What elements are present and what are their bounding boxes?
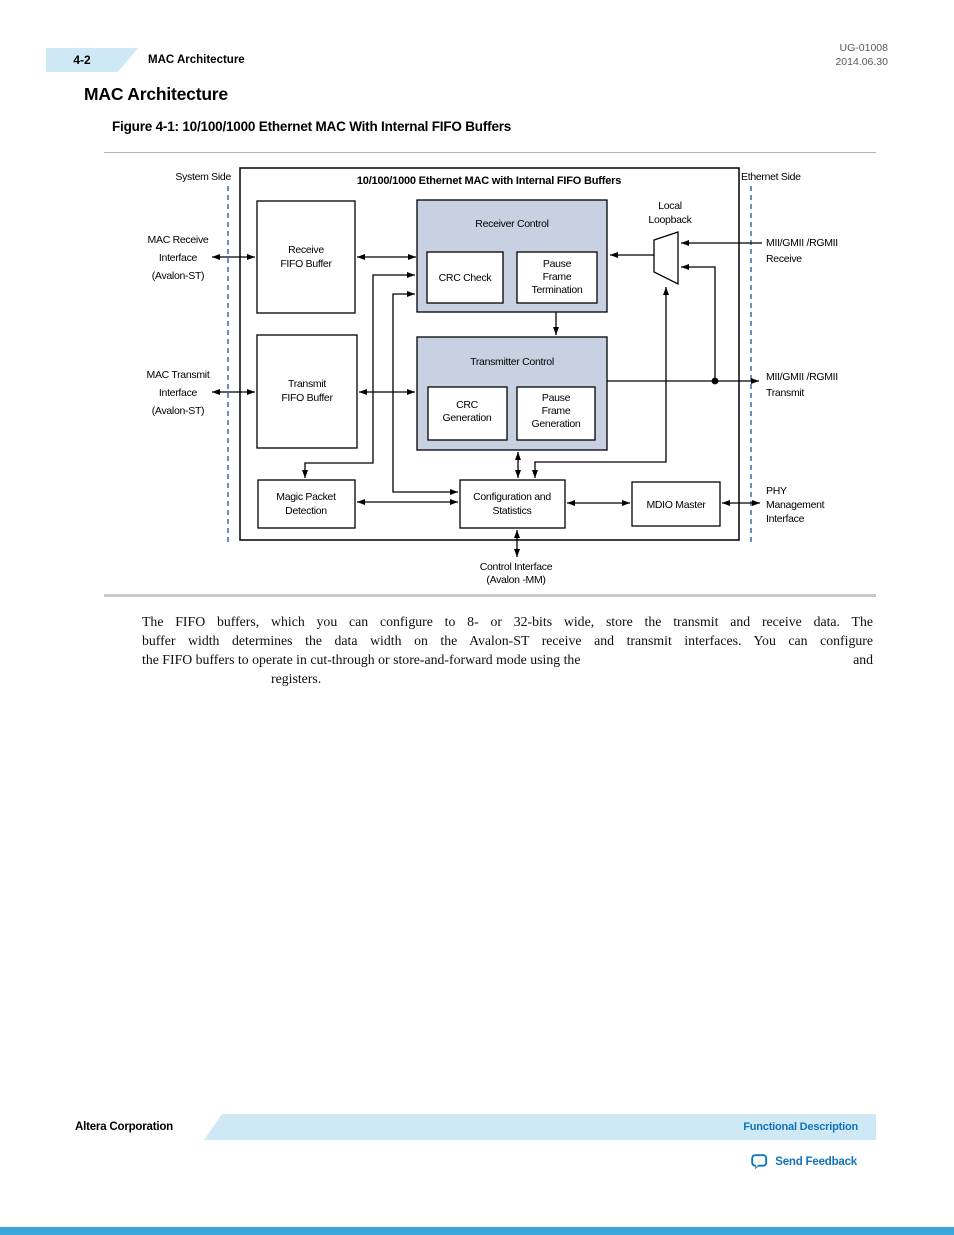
svg-text:Frame: Frame	[542, 405, 571, 417]
feedback-label: Send Feedback	[775, 1156, 857, 1168]
svg-text:Generation: Generation	[532, 418, 581, 430]
header-section-title: MAC Architecture	[148, 54, 245, 66]
footer-section-band: Functional Description	[204, 1114, 876, 1140]
mdio-master-label: MDIO Master	[646, 499, 706, 511]
figure-bottom-rule	[104, 594, 876, 597]
svg-text:Management: Management	[766, 499, 825, 511]
receive-fifo-buffer-box	[256, 200, 356, 314]
svg-text:(Avalon-ST): (Avalon-ST)	[152, 405, 205, 417]
ethernet-side-label: Ethernet Side	[741, 171, 801, 183]
svg-text:Receive: Receive	[766, 253, 802, 265]
arrow-loopback-feed	[681, 264, 716, 381]
svg-text:Interface: Interface	[766, 513, 805, 525]
interface-labels: MAC Receive Interface (Avalon-ST) MAC Tr…	[147, 234, 839, 586]
local-loopback-label: Local	[658, 200, 682, 212]
transmit-fifo-buffer-box	[256, 334, 358, 449]
page-number: 4-2	[73, 53, 91, 67]
svg-text:FIFO Buffer: FIFO Buffer	[280, 258, 332, 270]
bottom-accent-bar	[0, 1227, 954, 1235]
feedback-bubble-icon	[751, 1154, 768, 1170]
diagram-title: 10/100/1000 Ethernet MAC with Internal F…	[357, 175, 621, 187]
body-line: the FIFO buffers to operate in cut-throu…	[142, 652, 873, 667]
mac-receive-interface-label: MAC Receive	[148, 234, 209, 246]
receive-fifo-label: Receive	[288, 244, 324, 256]
configuration-statistics-box	[459, 479, 566, 529]
receiver-control-label: Receiver Control	[475, 218, 548, 230]
pause-frame-generation-box	[516, 386, 596, 441]
configuration-statistics-label: Configuration and	[473, 491, 551, 503]
mdio-master-box	[631, 481, 721, 527]
figure-caption: Figure 4-1: 10/100/1000 Ethernet MAC Wit…	[112, 119, 512, 134]
magic-packet-detection-box	[257, 479, 356, 529]
svg-text:Termination: Termination	[532, 284, 583, 296]
footer-company: Altera Corporation	[75, 1121, 173, 1133]
doc-id: UG-01008	[839, 42, 888, 54]
pause-frame-termination-label: Pause	[543, 258, 572, 270]
phy-management-label: PHY	[766, 485, 787, 497]
crc-check-label: CRC Check	[439, 272, 493, 284]
body-line: buffer width determines the data width o…	[142, 633, 873, 648]
mac-outer-box	[239, 167, 740, 541]
control-interface-label: Control Interface	[480, 561, 553, 573]
send-feedback-link[interactable]: Send Feedback	[751, 1154, 857, 1170]
pause-frame-generation-label: Pause	[542, 392, 571, 404]
svg-text:Interface: Interface	[159, 252, 198, 264]
svg-text:Interface: Interface	[159, 387, 198, 399]
svg-text:Statistics: Statistics	[492, 505, 531, 517]
body-line: registers.	[271, 671, 322, 686]
mac-architecture-diagram: System Side Ethernet Side 10/100/1000 Et…	[147, 167, 839, 586]
svg-text:Transmit: Transmit	[766, 387, 804, 399]
arrow-mux-select	[532, 287, 669, 478]
mii-transmit-label: MII/GMII /RGMII	[766, 371, 838, 383]
loopback-mux	[653, 231, 679, 286]
crc-generation-box	[427, 386, 508, 441]
page-number-badge: 4-2	[46, 48, 138, 72]
footer-section-link[interactable]: Functional Description	[743, 1121, 858, 1133]
page-title: MAC Architecture	[84, 84, 228, 104]
body-paragraph: The FIFO buffers, which you can configur…	[142, 612, 873, 688]
transmit-fifo-label: Transmit	[288, 378, 326, 390]
system-side-label: System Side	[175, 171, 231, 183]
crc-check-box	[426, 251, 504, 304]
svg-text:Generation: Generation	[443, 412, 492, 424]
connectors	[212, 240, 762, 557]
doc-date: 2014.06.30	[835, 56, 888, 68]
crc-generation-label: CRC	[456, 399, 479, 411]
transmitter-control-label: Transmitter Control	[470, 356, 554, 368]
svg-text:Frame: Frame	[543, 271, 572, 283]
mii-receive-label: MII/GMII /RGMII	[766, 237, 838, 249]
svg-text:Detection: Detection	[285, 505, 327, 517]
arrow-magicpacket-rxcontrol	[302, 272, 415, 478]
pause-frame-termination-box	[516, 251, 598, 304]
body-line: The FIFO buffers, which you can configur…	[142, 614, 873, 629]
header-doc-info: UG-01008 2014.06.30	[835, 41, 888, 69]
svg-text:(Avalon-ST): (Avalon-ST)	[152, 270, 205, 282]
svg-text:FIFO Buffer: FIFO Buffer	[281, 392, 333, 404]
magic-packet-label: Magic Packet	[276, 491, 336, 503]
svg-text:Loopback: Loopback	[648, 214, 692, 226]
svg-text:(Avalon -MM): (Avalon -MM)	[486, 574, 545, 586]
figure-top-rule	[104, 152, 876, 153]
junction-dot	[711, 377, 719, 385]
mac-transmit-interface-label: MAC Transmit	[147, 369, 210, 381]
